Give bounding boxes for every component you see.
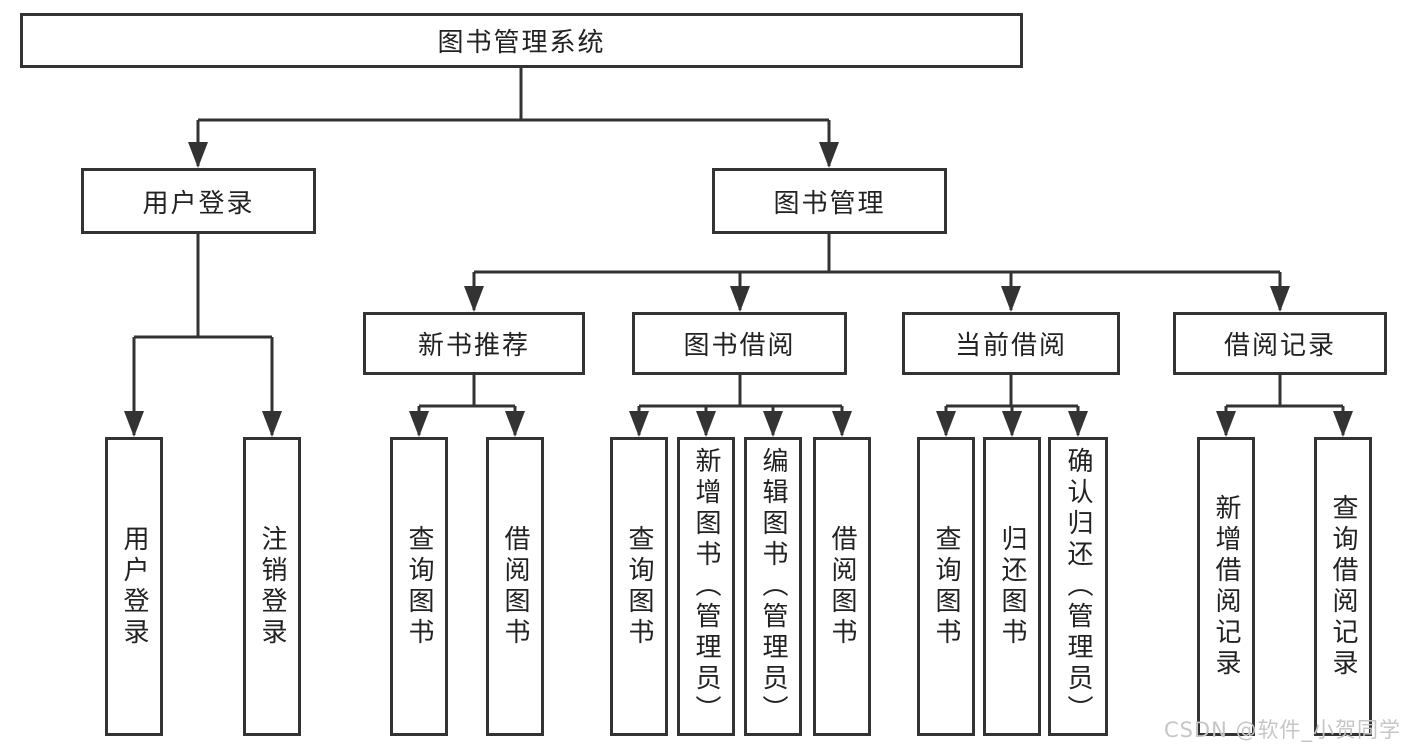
node-book-management: 图书管理 <box>712 168 947 234</box>
arrowhead <box>1270 286 1290 312</box>
leaf-label: 归还图书 <box>997 524 1027 649</box>
node-label: 当前借阅 <box>954 331 1067 361</box>
leaf-query-books-recommend: 查询图书 <box>390 437 448 736</box>
leaf-return-books: 归还图书 <box>983 437 1041 736</box>
arrowhead <box>188 142 208 168</box>
leaf-edit-book-admin: 编辑图书（管理员） <box>744 437 802 736</box>
arrowhead <box>124 411 144 437</box>
arrowhead <box>1333 411 1353 437</box>
arrowhead <box>763 411 783 437</box>
node-label: 借阅记录 <box>1223 331 1336 361</box>
node-label: 用户登录 <box>142 188 255 219</box>
connector-root-to-level2 <box>196 68 831 166</box>
node-label: 图书借阅 <box>683 331 796 361</box>
leaf-query-books-current: 查询图书 <box>917 437 975 736</box>
arrowhead <box>832 411 852 437</box>
arrowhead <box>262 411 282 437</box>
leaf-label: 新增借阅记录 <box>1211 493 1241 680</box>
node-new-book-recommendation: 新书推荐 <box>363 312 585 375</box>
leaf-label: 查询图书 <box>931 524 961 649</box>
leaf-label: 查询图书 <box>624 524 654 649</box>
connector-user-login-to-leaves <box>132 233 274 435</box>
leaf-add-book-admin: 新增图书（管理员） <box>677 437 735 736</box>
leaf-label: 新增图书（管理员） <box>691 447 721 726</box>
node-borrowing-records: 借阅记录 <box>1173 312 1387 375</box>
leaf-label: 确认归还（管理员） <box>1063 447 1093 726</box>
node-current-borrowing: 当前借阅 <box>902 312 1120 375</box>
leaf-label: 编辑图书（管理员） <box>758 447 788 726</box>
arrowhead <box>629 411 649 437</box>
csdn-watermark: CSDN @软件_小贺同学 <box>1163 718 1401 742</box>
arrowhead <box>1216 411 1236 437</box>
node-label: 图书管理 <box>773 188 886 219</box>
node-library-management-system: 图书管理系统 <box>20 13 1023 68</box>
node-label: 图书管理系统 <box>437 28 606 58</box>
arrowhead <box>819 142 839 168</box>
connector-book-borrowing-to-leaves <box>637 375 844 435</box>
arrowhead <box>1001 286 1021 312</box>
leaf-label: 查询图书 <box>404 524 434 649</box>
leaf-user-login: 用户登录 <box>105 437 163 736</box>
arrowhead <box>409 411 429 437</box>
arrowhead <box>1068 411 1088 437</box>
leaf-borrow-books-recommend: 借阅图书 <box>486 437 544 736</box>
leaf-borrow-books-borrowing: 借阅图书 <box>813 437 871 736</box>
leaf-label: 用户登录 <box>119 524 149 649</box>
leaf-confirm-return-admin: 确认归还（管理员） <box>1048 437 1108 736</box>
leaf-query-borrow-record: 查询借阅记录 <box>1314 437 1372 736</box>
connector-records-to-leaves <box>1224 375 1345 435</box>
arrowhead <box>464 286 484 312</box>
arrowhead <box>1002 411 1022 437</box>
leaf-label: 注销登录 <box>257 524 287 649</box>
connector-paths <box>132 68 1345 435</box>
arrowhead <box>505 411 525 437</box>
arrowhead <box>936 411 956 437</box>
leaf-label: 借阅图书 <box>500 524 530 649</box>
arrowhead <box>696 411 716 437</box>
connector-new-book-to-leaves <box>417 375 517 435</box>
node-user-login: 用户登录 <box>81 168 316 234</box>
leaf-add-borrow-record: 新增借阅记录 <box>1197 437 1255 736</box>
node-book-borrowing: 图书借阅 <box>632 312 847 375</box>
leaf-logout: 注销登录 <box>243 437 301 736</box>
arrowhead <box>730 286 750 312</box>
leaf-label: 查询借阅记录 <box>1328 493 1358 680</box>
leaf-query-books-borrowing: 查询图书 <box>610 437 668 736</box>
node-label: 新书推荐 <box>417 331 530 361</box>
connector-book-mgmt-to-level3 <box>472 234 1282 310</box>
leaf-label: 借阅图书 <box>827 524 857 649</box>
